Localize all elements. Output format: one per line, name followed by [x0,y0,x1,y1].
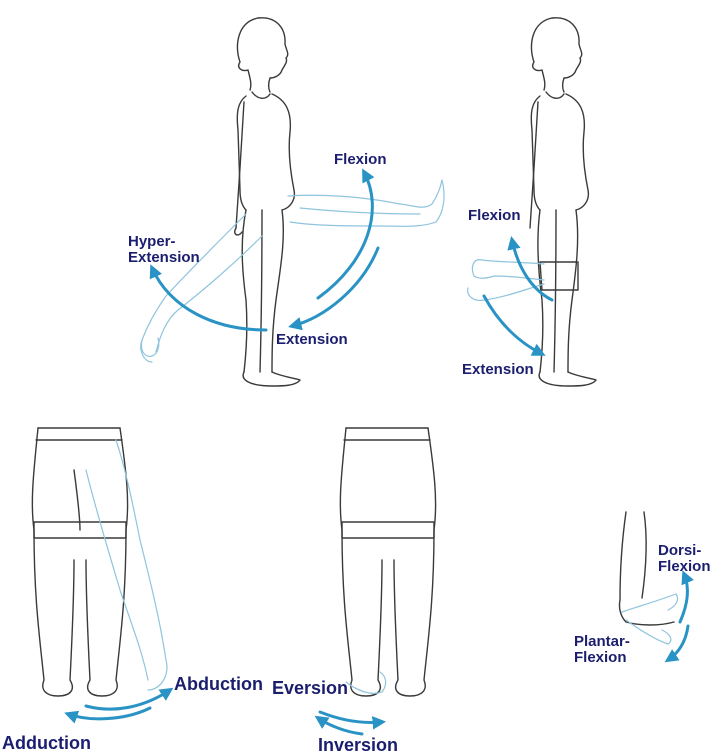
plantarflexion-arrow [668,626,688,660]
dorsiflexion-label: Dorsi- Flexion [658,543,711,575]
plantarflexion-label-line1: Plantar- [574,634,630,650]
hip-hyperextension-label-line2: Extension [128,250,200,266]
inversion-label: Inversion [318,736,398,755]
figure-abduction-adduction [32,428,170,719]
knee-flexion-label: Flexion [468,208,521,224]
ghost-leg-abducted [86,440,167,690]
dorsiflexion-label-line2: Flexion [658,559,711,575]
plantarflexion-label: Plantar- Flexion [574,634,630,666]
eversion-label: Eversion [272,679,348,698]
dorsiflexion-arrow [680,574,687,622]
eversion-arrow [320,712,382,723]
hip-flexion-arrow [318,172,372,298]
hip-extension-arrow [292,248,378,326]
abduction-label: Abduction [174,675,263,694]
legs-front-view-2 [340,428,435,696]
ghost-foot-dorsiflexed [622,594,678,612]
abduction-arrow [86,690,170,709]
plantarflexion-label-line2: Flexion [574,650,630,666]
knee-flexion-arrow [512,240,552,300]
knee-extension-label: Extension [462,362,534,378]
knee-extension-arrow [484,296,542,354]
figure-knee-flexion-extension [468,18,596,386]
hip-hyperextension-label: Hyper- Extension [128,234,200,266]
ghost-leg-forward [288,180,444,226]
dorsiflexion-label-line1: Dorsi- [658,543,711,559]
adduction-label: Adduction [2,734,91,753]
legs-front-view-1 [32,428,127,696]
hip-hyperextension-label-line1: Hyper- [128,234,200,250]
hip-extension-label: Extension [276,332,348,348]
standing-woman-side-view-2 [530,18,596,386]
hip-flexion-label: Flexion [334,152,387,168]
ghost-lower-leg [468,260,544,301]
